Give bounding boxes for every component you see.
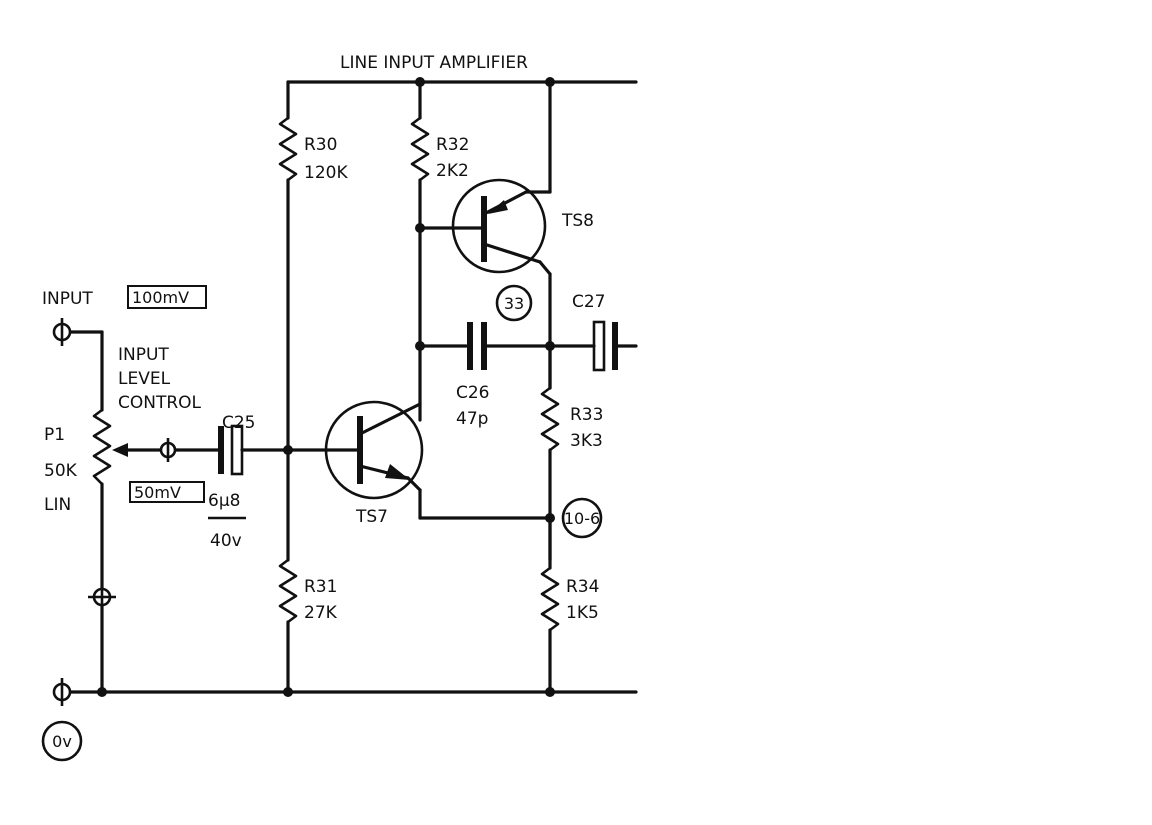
c25-value: 6μ8	[208, 491, 240, 511]
c25-voltage: 40v	[210, 531, 242, 551]
c25-ref: C25	[222, 413, 256, 433]
control-label-2: LEVEL	[118, 369, 171, 389]
transistor-ts8	[418, 80, 552, 390]
wiper-terminal	[112, 438, 180, 462]
r34-value: 1K5	[566, 603, 599, 623]
ground-label: 0v	[52, 732, 72, 751]
control-label-1: INPUT	[118, 345, 169, 365]
diagram-title: LINE INPUT AMPLIFIER	[340, 53, 528, 73]
ground-terminal	[52, 678, 72, 706]
test-point-10-6	[561, 497, 603, 539]
level-50mv: 50mV	[134, 483, 181, 502]
ts7-ref: TS7	[355, 507, 388, 527]
r31-ref: R31	[304, 577, 337, 597]
input-terminal	[52, 318, 72, 346]
test-point-33	[495, 284, 533, 322]
resistor-r31	[278, 448, 298, 694]
r32-ref: R32	[436, 135, 469, 155]
resistor-r34	[540, 516, 560, 694]
c27-ref: C27	[572, 292, 606, 312]
c26-value: 47p	[456, 409, 488, 429]
ts8-ref: TS8	[561, 211, 594, 231]
input-label: INPUT	[42, 289, 93, 309]
test-point-33-label: 33	[504, 294, 524, 313]
capacitor-c26	[418, 322, 552, 370]
input-level: 100mV	[132, 288, 189, 307]
input-level-box	[127, 285, 207, 309]
r30-ref: R30	[304, 135, 337, 155]
control-label-3: CONTROL	[118, 393, 202, 413]
mid-test-point	[88, 584, 116, 610]
ground-circle	[41, 720, 83, 762]
r34-ref: R34	[566, 577, 599, 597]
junction-dots	[97, 77, 555, 697]
capacitor-c27	[548, 320, 638, 372]
p1-value: 50K	[44, 461, 78, 481]
r32-value: 2K2	[436, 161, 469, 181]
transistor-ts7	[286, 400, 552, 520]
p1-type: LIN	[44, 495, 71, 515]
r33-value: 3K3	[570, 431, 603, 451]
resistor-r32	[410, 80, 430, 422]
capacitor-c25	[176, 424, 290, 476]
r30-value: 120K	[304, 163, 348, 183]
r33-ref: R33	[570, 405, 603, 425]
level-50mv-box	[129, 481, 205, 503]
r31-value: 27K	[304, 603, 338, 623]
resistor-r30	[278, 80, 298, 452]
test-point-10-6-label: 10-6	[564, 509, 600, 528]
p1-ref: P1	[44, 425, 65, 445]
c26-ref: C26	[456, 383, 490, 403]
